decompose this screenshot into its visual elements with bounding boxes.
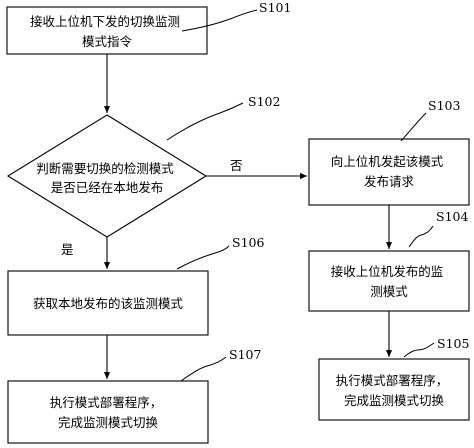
node-s104: 接收上位机发布的监 测模式 [308,250,470,312]
node-s102-decision: 判断需要切换的检测模式 是否已经在本地发布 [6,114,208,238]
step-label-s102: S102 [248,94,280,109]
edge-label-no: 否 [230,158,243,173]
node-s103-line-1: 向上位机发起该模式 [331,154,444,169]
node-s107-line-2: 完成监测模式切换 [58,415,159,430]
step-label-s103: S103 [428,98,460,113]
leader-s106 [176,245,230,270]
node-s101-line-1: 接收上位机下发的切换监测 [30,14,180,29]
leader-s101 [181,9,258,32]
node-s106-line-1: 获取本地发布的该监测模式 [33,296,184,311]
node-s107-line-1: 执行模式部署程序， [50,395,163,410]
node-s105-line-2: 完成监测模式切换 [344,393,445,408]
node-s105: 执行模式部署程序， 完成监测模式切换 [318,358,470,421]
node-s104-line-2: 测模式 [370,284,408,299]
step-label-s107: S107 [229,347,261,362]
node-s103: 向上位机发起该模式 发布请求 [308,138,470,206]
node-s106: 获取本地发布的该监测模式 [7,270,209,336]
step-label-s105: S105 [437,336,469,351]
step-label-s101: S101 [259,0,291,15]
node-s105-line-1: 执行模式部署程序， [336,373,449,388]
svg-text:接收上位机发布的监 测模式: 接收上位机发布的监 测模式 [331,264,448,299]
node-s104-line-1: 接收上位机发布的监 [331,264,444,279]
leader-s102 [166,102,244,141]
node-s102-line-2: 是否已经在本地发布 [51,180,164,195]
leader-s107 [180,356,227,382]
step-label-s104: S104 [436,209,468,224]
svg-text:获取本地发布的该监测模式: 获取本地发布的该监测模式 [33,296,184,311]
svg-text:执行模式部署程序， 完成监测模式切换: 执行模式部署程序， 完成监测模式切换 [50,395,167,430]
svg-text:执行模式部署程序， 完成监测模式切换: 执行模式部署程序， 完成监测模式切换 [336,373,453,408]
node-s107: 执行模式部署程序， 完成监测模式切换 [7,380,209,444]
leader-s104 [408,225,434,248]
svg-text:判断需要切换的检测模式 是否已经在本地发布: 判断需要切换的检测模式 是否已经在本地发布 [36,161,178,195]
node-s103-line-2: 发布请求 [364,174,415,189]
svg-text:接收上位机下发的切换监测 模式指令: 接收上位机下发的切换监测 模式指令 [30,14,184,49]
leader-s105 [403,342,435,358]
node-s101-line-2: 模式指令 [82,34,133,49]
edge-label-yes: 是 [61,242,74,257]
node-s102-line-1: 判断需要切换的检测模式 [36,161,174,176]
svg-text:向上位机发起该模式 发布请求: 向上位机发起该模式 发布请求 [331,154,448,189]
node-s101: 接收上位机下发的切换监测 模式指令 [6,6,208,55]
leader-s103 [400,112,427,142]
step-label-s106: S106 [232,235,264,250]
